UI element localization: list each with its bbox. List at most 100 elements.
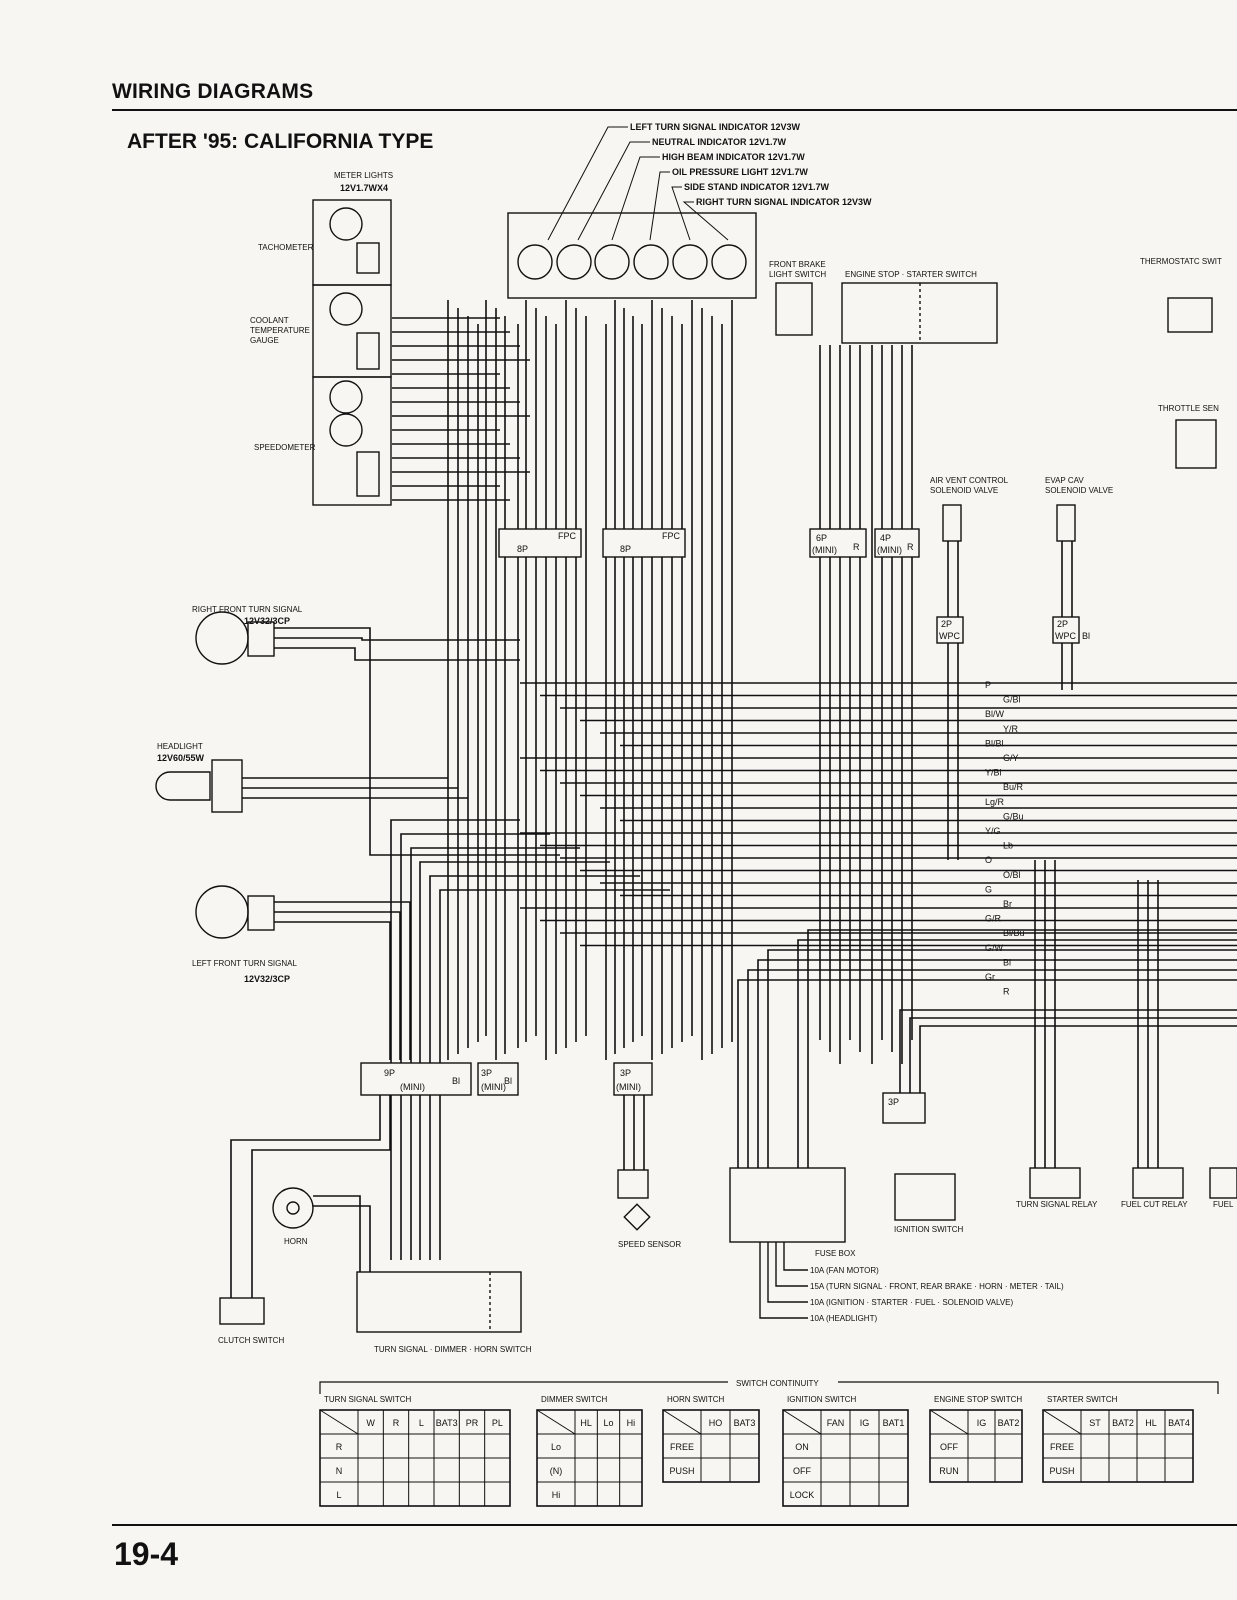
continuity-col-header: IG: [977, 1418, 987, 1428]
conn-4p-r: R: [907, 542, 914, 552]
continuity-col-header: BAT4: [1168, 1418, 1190, 1428]
meter-cluster: [312, 199, 392, 506]
fuel-label: FUEL: [1213, 1200, 1234, 1209]
switch-continuity-frame: [319, 1381, 1219, 1394]
indicator-bulbs: [507, 212, 757, 299]
conn-6p-mini: (MINI): [812, 545, 837, 555]
conn-3p-b-mini: (MINI): [616, 1082, 641, 1092]
lf-turn-label: LEFT FRONT TURN SIGNAL: [192, 959, 297, 968]
wire-label: O: [985, 855, 992, 865]
fuse-box: [729, 1167, 846, 1319]
air-vent-label-1: AIR VENT CONTROL: [930, 476, 1009, 485]
header-rule: [112, 109, 1237, 111]
turn-relay-label: TURN SIGNAL RELAY: [1016, 1200, 1098, 1209]
throttle-sensor-label: THROTTLE SEN: [1158, 404, 1219, 413]
indicator-labels: LEFT TURN SIGNAL INDICATOR 12V3W NEUTRAL…: [630, 122, 872, 207]
fuse-3: 10A (IGNITION · STARTER · FUEL · SOLENOI…: [810, 1298, 1013, 1307]
continuity-row-header: FREE: [670, 1442, 694, 1452]
continuity-col-header: Lo: [603, 1418, 613, 1428]
wire-label: G/W: [985, 943, 1004, 953]
fuel-cut-label: FUEL CUT RELAY: [1121, 1200, 1188, 1209]
continuity-row-header: OFF: [940, 1442, 958, 1452]
conn-8p-a: 8P: [517, 544, 528, 554]
switch-continuity-title: SWITCH CONTINUITY: [736, 1379, 819, 1388]
continuity-row-header: ON: [795, 1442, 809, 1452]
conn-8p-b: 8P: [620, 544, 631, 554]
conn-fpc-a: FPC: [558, 531, 577, 541]
wire-label: G: [985, 884, 992, 894]
left-handlebar-switch: [356, 1271, 522, 1333]
continuity-row-header: Lo: [551, 1442, 561, 1452]
speed-sensor: [617, 1169, 651, 1231]
fuse-1: 10A (FAN MOTOR): [810, 1266, 879, 1275]
continuity-col-header: L: [419, 1418, 424, 1428]
wire-label: G/Bl: [1003, 695, 1021, 705]
conn-6p: 6P: [816, 533, 827, 543]
continuity-table-title: HORN SWITCH: [667, 1395, 725, 1404]
horn-label: HORN: [284, 1237, 308, 1246]
indicator-neutral: NEUTRAL INDICATOR 12V1.7W: [652, 137, 787, 147]
handlebar-right-switches: [775, 282, 1217, 469]
front-brake-label-1: FRONT BRAKE: [769, 260, 826, 269]
coolant-label-2: TEMPERATURE: [250, 326, 310, 335]
continuity-col-header: BAT2: [1112, 1418, 1134, 1428]
ignition-label: IGNITION SWITCH: [894, 1225, 964, 1234]
conn-9p: 9P: [384, 1068, 395, 1078]
solenoid-valves: [942, 504, 1076, 542]
wire-label: G/R: [985, 914, 1002, 924]
conn-3p-b: 3P: [620, 1068, 631, 1078]
section-header: WIRING DIAGRAMS: [112, 80, 314, 103]
continuity-col-header: BAT3: [436, 1418, 458, 1428]
coolant-label-3: GAUGE: [250, 336, 279, 345]
continuity-row-header: Hi: [552, 1490, 561, 1500]
air-vent-label-2: SOLENOID VALVE: [930, 486, 998, 495]
continuity-table-title: IGNITION SWITCH: [787, 1395, 857, 1404]
continuity-col-header: FAN: [827, 1418, 845, 1428]
continuity-col-header: PR: [466, 1418, 479, 1428]
continuity-row-header: (N): [550, 1466, 563, 1476]
headlight-rating: 12V60/55W: [157, 753, 205, 763]
conn-2p-b-bl: Bl: [1082, 631, 1090, 641]
continuity-col-header: BAT2: [998, 1418, 1020, 1428]
wire-label: Lb: [1003, 841, 1013, 851]
indicator-oil: OIL PRESSURE LIGHT 12V1.7W: [672, 167, 808, 177]
meter-lights-label: METER LIGHTS: [334, 171, 393, 180]
wire-label: Bl/Bu: [1003, 928, 1025, 938]
coolant-label-1: COOLANT: [250, 316, 289, 325]
connector-blocks: [360, 528, 1080, 1124]
evap-label-2: SOLENOID VALVE: [1045, 486, 1113, 495]
continuity-col-header: BAT1: [883, 1418, 905, 1428]
diagram-title: AFTER '95: CALIFORNIA TYPE: [127, 130, 434, 153]
footer-rule: [112, 1524, 1237, 1526]
continuity-row-header: RUN: [939, 1466, 959, 1476]
continuity-col-header: ST: [1089, 1418, 1101, 1428]
continuity-col-header: PL: [492, 1418, 503, 1428]
conn-9p-mini: (MINI): [400, 1082, 425, 1092]
continuity-table-title: STARTER SWITCH: [1047, 1395, 1118, 1404]
wire-label: Y/Bl: [985, 768, 1002, 778]
conn-4p-mini: (MINI): [877, 545, 902, 555]
conn-3p-a: 3P: [481, 1068, 492, 1078]
continuity-row-header: FREE: [1050, 1442, 1074, 1452]
continuity-row-header: LOCK: [790, 1490, 815, 1500]
continuity-row-header: OFF: [793, 1466, 811, 1476]
wire-label: Gr: [985, 972, 995, 982]
front-brake-label-2: LIGHT SWITCH: [769, 270, 826, 279]
continuity-row-header: PUSH: [1049, 1466, 1074, 1476]
continuity-row-header: PUSH: [669, 1466, 694, 1476]
conn-3p-a-bl: Bl: [504, 1076, 512, 1086]
rf-turn-rating: 12V32/3CP: [244, 616, 290, 626]
clutch-label: CLUTCH SWITCH: [218, 1336, 284, 1345]
continuity-col-header: IG: [860, 1418, 870, 1428]
fuse-4: 10A (HEADLIGHT): [810, 1314, 877, 1323]
continuity-table-title: DIMMER SWITCH: [541, 1395, 607, 1404]
indicator-right-turn: RIGHT TURN SIGNAL INDICATOR 12V3W: [696, 197, 872, 207]
